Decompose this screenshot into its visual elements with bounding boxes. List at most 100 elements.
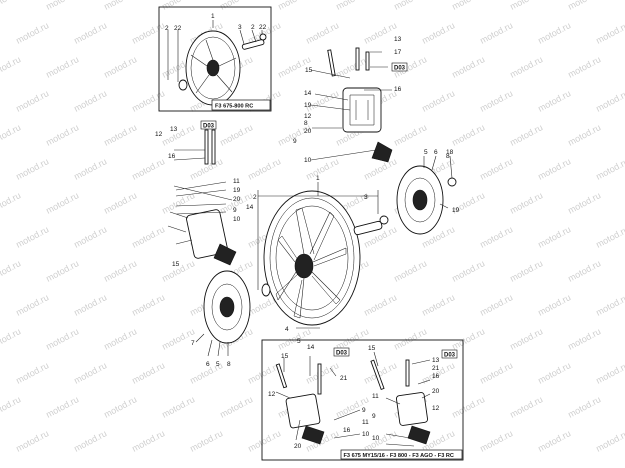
wheel-rim-edge [275,205,349,311]
watermark-text: motod.ru [478,88,514,114]
watermark-text: motod.ru [536,428,572,454]
watermark-text: motod.ru [102,54,138,80]
inset-wheel-hub [206,59,220,77]
label-18-right: 18 [446,149,454,156]
code-top-right: D03 [394,66,406,72]
code-box-top-right [391,62,408,72]
watermark-text: motod.ru [478,224,514,250]
watermark-text: motod.ru [508,258,544,284]
watermark-text: motod.ru [450,122,486,148]
watermark-text: motod.ru [14,156,50,182]
watermark-text: motod.ru [0,54,22,80]
watermark-text: motod.ru [44,326,80,352]
watermark-text: motod.ru [44,122,80,148]
label-9-left: 9 [233,207,237,214]
inset-top-label-22b: 22 [259,24,267,31]
label-20-top: 20 [304,128,312,135]
right-disc-leaders [423,155,453,209]
inset-right-bolt-a [370,359,385,391]
left-caliper-leaders [167,149,233,245]
watermark-text: motod.ru [478,428,514,454]
label-13-left: 13 [170,126,178,133]
watermark-text: motod.ru [362,20,398,46]
watermark-text: motod.ru [566,394,602,420]
label-16-left: 16 [168,153,176,160]
watermark-text: motod.ru [536,156,572,182]
watermark-text: motod.ru [594,292,625,318]
watermark-text: motod.ru [420,88,456,114]
inset-top-label-2b: 2 [251,24,255,31]
inset-label-11b: 11 [372,393,379,400]
watermark-text: motod.ru [276,0,312,12]
label-8-right: 8 [446,153,450,160]
inset-label-9a: 9 [362,407,366,414]
watermark-text: motod.ru [304,360,340,386]
right-disc-carrier [412,189,428,211]
label-11-left: 11 [233,178,240,185]
watermark-text: motod.ru [508,190,544,216]
inset-wheel-inner-rim [190,36,236,100]
watermark-text: motod.ru [536,20,572,46]
left-caliper-body [186,209,228,259]
inset-right-pads [407,425,431,445]
watermark-text: motod.ru [536,224,572,250]
watermark-text: motod.ru [72,292,108,318]
right-brake-disc: 6 5 8 18 19 [396,149,460,235]
watermark-text: motod.ru [450,326,486,352]
watermark-text: motod.ru [594,20,625,46]
inset-top-caption-box [211,99,271,111]
watermark-text: motod.ru [246,360,282,386]
inset-axle-spacer [241,39,265,50]
inset-label-10b: 10 [372,435,380,442]
wheel-leaders [257,182,379,329]
inset-label-12b: 12 [432,405,440,412]
label-6-right: 6 [434,149,438,156]
inset-bottom-caption-box [340,449,463,460]
watermark-text: motod.ru [130,88,166,114]
label-7-left: 7 [191,340,195,347]
right-caliper-bolt-a [327,49,336,77]
watermark-text: motod.ru [44,394,80,420]
watermark-text: motod.ru [218,394,254,420]
watermark-text: motod.ru [536,360,572,386]
wheel-spokes [277,209,347,319]
label-1-center: 1 [316,175,320,182]
watermark-text: motod.ru [14,88,50,114]
watermark-text: motod.ru [14,428,50,454]
inset-bottom-code-right: D03 [444,353,456,359]
watermark-text: motod.ru [304,20,340,46]
watermark-text: motod.ru [14,292,50,318]
watermark-text: motod.ru [160,0,196,12]
inset-top-frame [158,6,272,112]
watermark-text: motod.ru [478,20,514,46]
label-19-right: 19 [452,207,460,214]
watermark-text: motod.ru [594,224,625,250]
right-caliper-bolt-c [365,51,370,71]
inset-left-pads [301,425,325,445]
left-brake-line-bolt-b [211,129,216,165]
inset-bottom-frame [261,339,464,461]
watermark-text: motod.ru [160,394,196,420]
left-disc-carrier [219,296,235,318]
right-disc-washer [447,177,457,187]
label-8-left: 8 [227,361,231,368]
watermark-text: motod.ru [508,0,544,12]
inset-top-label-22: 22 [174,25,182,32]
inset-seal-right [259,33,267,41]
watermark-text: motod.ru [44,190,80,216]
inset-label-11a: 11 [362,419,369,426]
label-3-center: 3 [364,194,368,201]
watermark-text: motod.ru [508,122,544,148]
watermark-text: motod.ru [0,122,22,148]
watermark-text: motod.ru [392,122,428,148]
wheel-rim-inner [269,197,355,319]
watermark-text: motod.ru [218,0,254,12]
watermark-text: motod.ru [0,0,22,12]
watermark-text: motod.ru [72,428,108,454]
right-caliper-leaders [310,51,392,161]
watermark-text: motod.ru [566,258,602,284]
watermark-text: motod.ru [450,394,486,420]
inset-top-label-1: 1 [211,13,215,20]
inset-seal-left [178,79,188,91]
watermark-text: motod.ru [72,20,108,46]
